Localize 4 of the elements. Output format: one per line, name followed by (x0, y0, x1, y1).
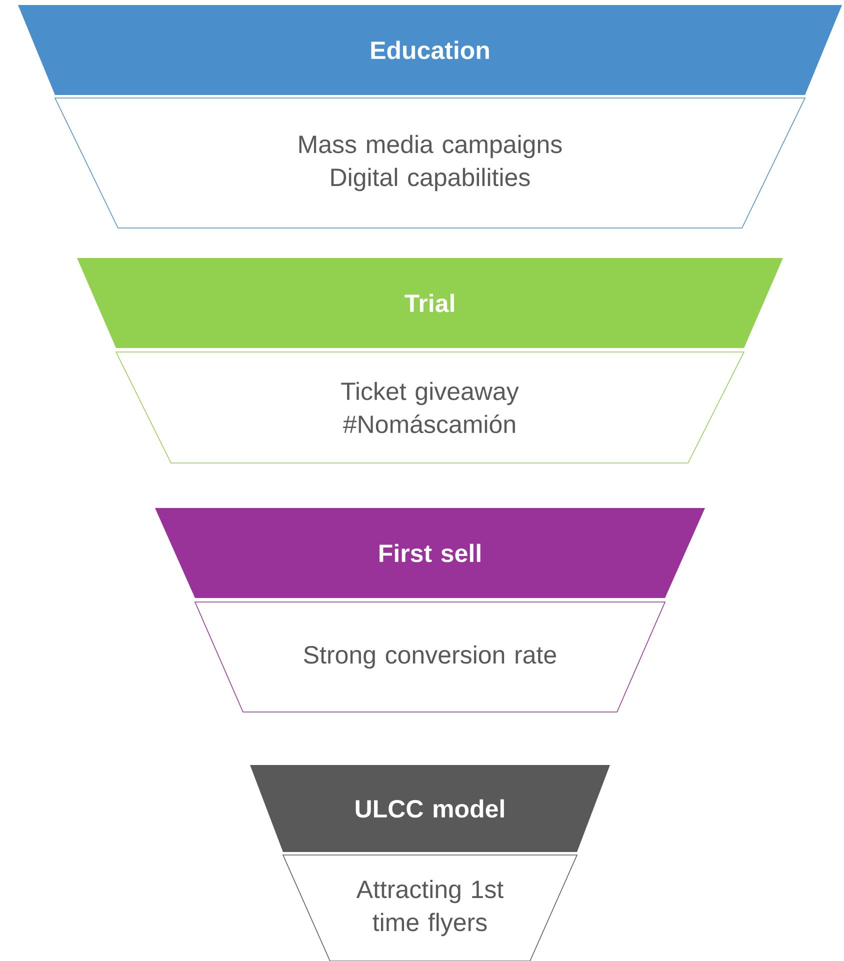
funnel-stage-header: Education (18, 5, 842, 95)
funnel-stage-header: First sell (155, 508, 705, 598)
funnel-stage-header: ULCC model (250, 765, 610, 852)
funnel-stage-header: Trial (77, 258, 783, 348)
